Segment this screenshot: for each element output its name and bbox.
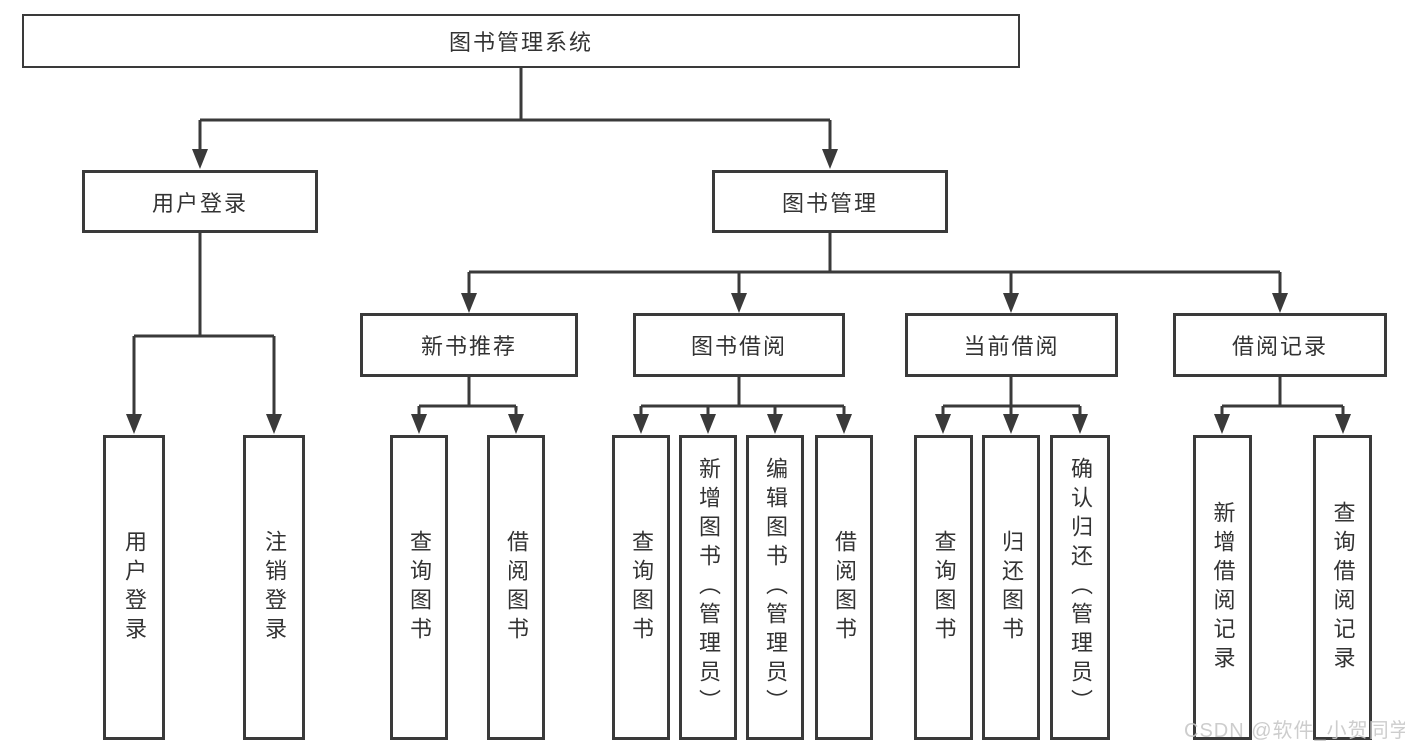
leaf-logout: 注销登录 [243, 435, 305, 740]
leaf-recommend-query-books: 查询图书 [390, 435, 448, 740]
node-book-borrowing: 图书借阅 [633, 313, 845, 377]
csdn-watermark: CSDN @软件_小贺同学 [1184, 720, 1405, 742]
node-book-management: 图书管理 [712, 170, 948, 233]
leaf-current-query-books: 查询图书 [914, 435, 973, 740]
node-library-management-system: 图书管理系统 [22, 14, 1020, 68]
leaf-borrowing-borrow-books: 借阅图书 [815, 435, 873, 740]
leaf-user-login: 用户登录 [103, 435, 165, 740]
node-new-book-recommend: 新书推荐 [360, 313, 578, 377]
leaf-records-add-record: 新增借阅记录 [1193, 435, 1252, 740]
leaf-current-confirm-return-admin: 确认归还（管理员） [1050, 435, 1110, 740]
leaf-current-return-books: 归还图书 [982, 435, 1040, 740]
node-current-borrowing: 当前借阅 [905, 313, 1118, 377]
node-borrowing-records: 借阅记录 [1173, 313, 1387, 377]
leaf-borrowing-query-books: 查询图书 [612, 435, 670, 740]
node-user-login: 用户登录 [82, 170, 318, 233]
leaf-borrowing-add-books-admin: 新增图书（管理员） [679, 435, 737, 740]
leaf-borrowing-edit-books-admin: 编辑图书（管理员） [746, 435, 804, 740]
leaf-recommend-borrow-books: 借阅图书 [487, 435, 545, 740]
leaf-records-query-record: 查询借阅记录 [1313, 435, 1372, 740]
